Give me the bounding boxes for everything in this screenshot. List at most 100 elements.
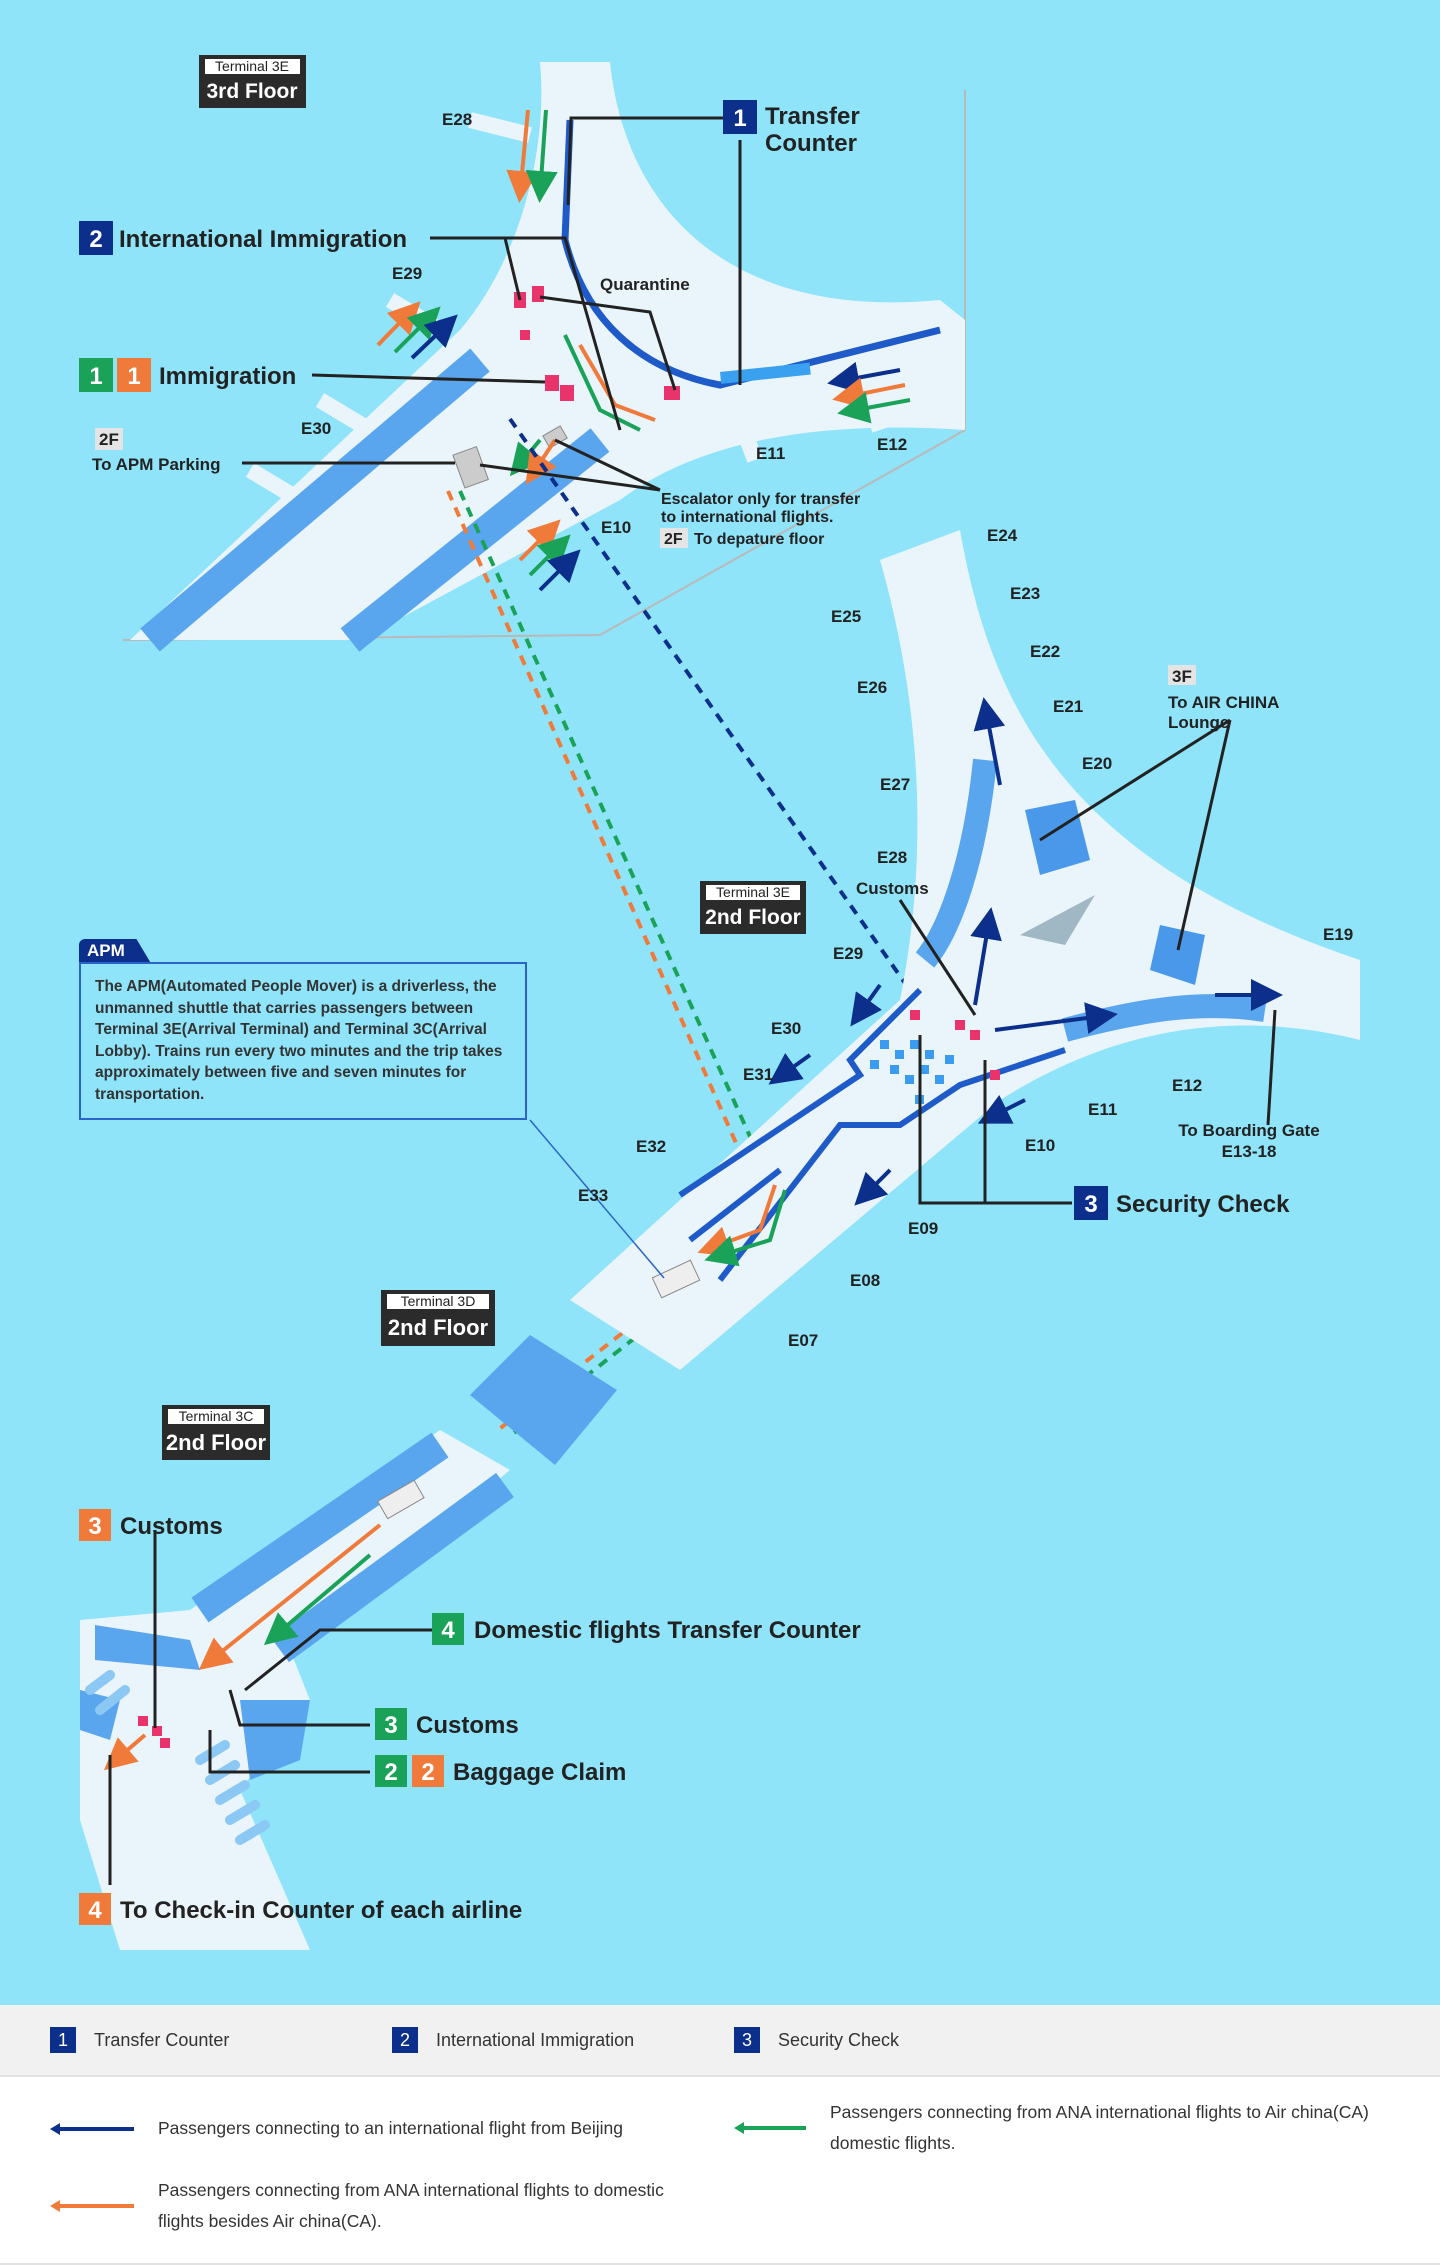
badge-3: 3 <box>734 2027 760 2053</box>
callout-label: Customs <box>416 1712 519 1739</box>
terminal-floor <box>80 1430 510 1950</box>
callout-label: E13-18 <box>1222 1142 1277 1161</box>
callout-security-check: 3 Security Check <box>1074 1186 1290 1220</box>
route-label: Passengers connecting from ANA internati… <box>830 2102 1369 2122</box>
badge-3-green <box>375 1708 407 1740</box>
callout-label: To Boarding Gate <box>1178 1121 1319 1140</box>
apm-description: The APM(Automated People Mover) is a dri… <box>95 978 503 1103</box>
gate-label: E10 <box>1025 1136 1055 1155</box>
legend-route-orange: Passengers connecting from ANA internati… <box>50 2175 664 2237</box>
badge-number: 4 <box>88 1897 102 1924</box>
badge-number: 4 <box>441 1617 455 1644</box>
callout-label: To Check-in Counter of each airline <box>120 1897 522 1924</box>
callout-apm-parking: 2F To APM Parking <box>92 428 220 474</box>
gate-label: E07 <box>788 1331 818 1350</box>
gate-label: E27 <box>880 775 910 794</box>
badge-number: 2 <box>384 1759 397 1786</box>
badge-4-green <box>432 1613 464 1645</box>
terminal-floor <box>570 530 1360 1370</box>
badge-3-orange <box>79 1509 111 1541</box>
callout-label: To depature floor <box>694 531 824 548</box>
terminal-name: Terminal 3E <box>215 58 289 74</box>
escalator-structure <box>1020 895 1095 945</box>
gate-label: E30 <box>771 1019 801 1038</box>
legend-routes: Passengers connecting to an internationa… <box>0 2077 1440 2265</box>
legend-item-security-check: 3 Security Check <box>734 2027 899 2053</box>
walkway <box>340 428 610 652</box>
gate-label: E33 <box>578 1186 608 1205</box>
badge-3 <box>1074 1186 1108 1220</box>
gate-label: E32 <box>636 1137 666 1156</box>
route-arrows-3f <box>376 109 911 592</box>
route-arrows-3c <box>103 1523 382 1771</box>
customs-label: Customs <box>856 879 929 898</box>
baggage-carousels <box>85 1670 270 1845</box>
apm-train-icon <box>376 1479 425 1520</box>
callout-label: To AIR CHINA <box>1168 693 1279 712</box>
gate-label: E25 <box>831 607 861 626</box>
callout-label: International Immigration <box>119 226 407 253</box>
callout-label: Counter <box>765 130 857 157</box>
callout-air-china-lounge: 3F To AIR CHINA Lounge <box>1168 665 1279 732</box>
gate-label: E12 <box>1172 1076 1202 1095</box>
quarantine-label: Quarantine <box>600 275 690 294</box>
callout-label: Lounge <box>1168 713 1229 732</box>
callout-customs-orange: 3 Customs <box>79 1509 223 1541</box>
callout-label: Immigration <box>159 363 296 390</box>
floor-name: 2nd Floor <box>388 1315 489 1340</box>
badge-green <box>79 358 113 392</box>
callout-label: Baggage Claim <box>453 1759 626 1786</box>
gate-label: E29 <box>392 264 422 283</box>
gate-label: E10 <box>601 518 631 537</box>
gate-labels-3f: E28 E29 E30 E11 E12 E10 <box>301 110 907 537</box>
lounge-block <box>1150 925 1205 985</box>
terminal-3e-2f-floorplan <box>570 530 1360 1370</box>
callout-label: Transfer <box>765 103 860 130</box>
arrow-left-icon <box>50 2122 134 2135</box>
badge-number: 3 <box>384 1712 397 1739</box>
walkway <box>271 1472 514 1663</box>
gate-label: E12 <box>877 435 907 454</box>
floor-tag: 3F <box>1172 667 1192 686</box>
gate-label: E26 <box>857 678 887 697</box>
floor-label-3c-2f: Terminal 3C 2nd Floor <box>162 1405 270 1460</box>
route-text: Passengers connecting from ANA internati… <box>830 2097 1369 2159</box>
gate-label: E31 <box>743 1065 773 1084</box>
badge-number: 2 <box>89 226 102 253</box>
walkway <box>915 758 997 968</box>
callout-transfer-counter: 1 Transfer Counter <box>723 100 860 157</box>
gate-label: E23 <box>1010 584 1040 603</box>
callout-check-in-counter: 4 To Check-in Counter of each airline <box>79 1893 522 1925</box>
arrow-left-icon <box>50 2200 134 2212</box>
walkway <box>140 348 490 652</box>
floor-name: 3rd Floor <box>206 80 297 103</box>
arrow-left-icon <box>734 2122 806 2134</box>
route-label: Passengers connecting from ANA internati… <box>158 2180 664 2200</box>
gate-label: E28 <box>442 110 472 129</box>
callout-domestic-transfer-counter: 4 Domestic flights Transfer Counter <box>432 1613 861 1645</box>
terminal-name: Terminal 3C <box>179 1408 254 1424</box>
walkway <box>240 1700 310 1780</box>
badge-number: 3 <box>1084 1191 1097 1218</box>
gate-label: E21 <box>1053 697 1083 716</box>
badge-2 <box>79 221 113 255</box>
transfer-counter-desk <box>720 362 811 384</box>
badge-1 <box>723 100 757 134</box>
floor-name: 2nd Floor <box>705 906 801 929</box>
map-canvas: Terminal 3E 3rd Floor Terminal 3E 2nd Fl… <box>79 55 1360 1950</box>
gate-label: E08 <box>850 1271 880 1290</box>
floor-label-3e-2f: Terminal 3E 2nd Floor <box>700 881 806 934</box>
legend-facilities: 1 Transfer Counter 2 International Immig… <box>0 2005 1440 2077</box>
apm-info-box: The APM(Automated People Mover) is a dri… <box>79 962 527 1120</box>
callout-customs-green: 3 Customs <box>375 1708 519 1740</box>
floor-label-3d-2f: Terminal 3D 2nd Floor <box>381 1290 495 1346</box>
gate-label: E24 <box>987 526 1018 545</box>
terminal-3c-floorplan <box>80 1430 514 1950</box>
customs-booths <box>910 1010 1000 1080</box>
walkway <box>191 1432 449 1623</box>
route-label: Passengers connecting to an internationa… <box>158 2118 623 2138</box>
floor-label-3e-3f: Terminal 3E 3rd Floor <box>199 55 306 108</box>
gate-label: E09 <box>908 1219 938 1238</box>
apm-tab: APM <box>79 939 151 963</box>
callout-international-immigration: 2 International Immigration <box>79 221 407 255</box>
